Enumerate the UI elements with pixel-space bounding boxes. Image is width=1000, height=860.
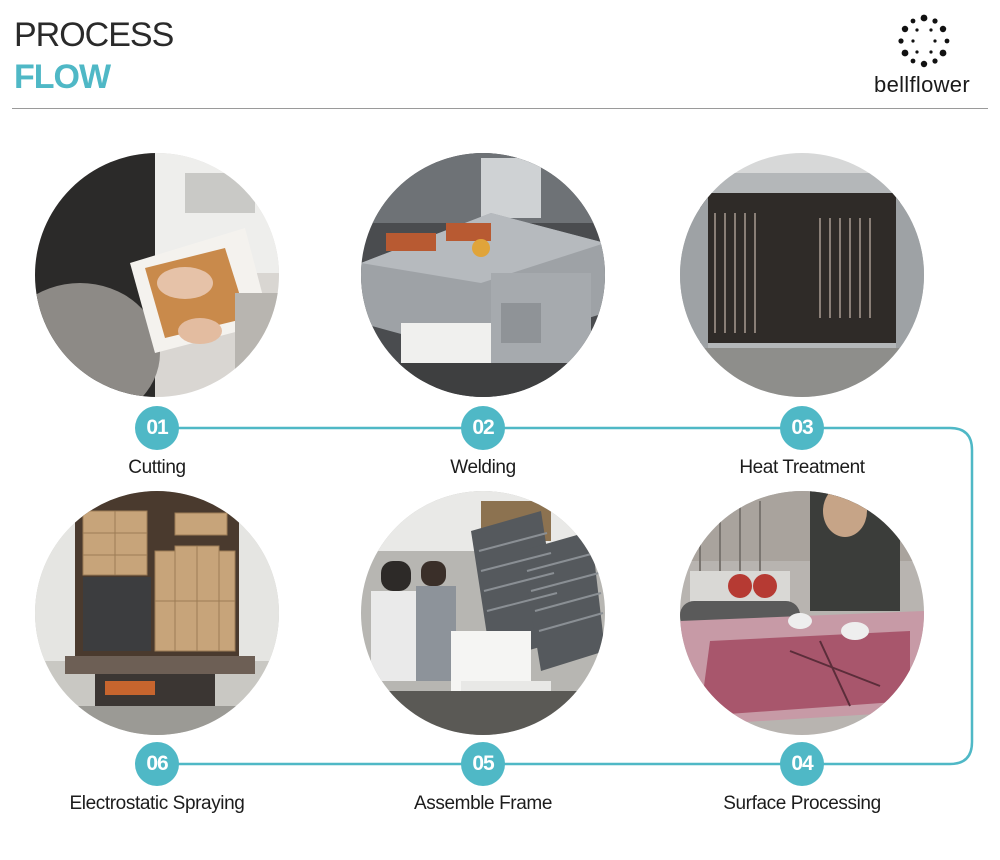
step-label-welding: Welding	[450, 457, 516, 478]
surface-processing-photo	[680, 491, 924, 735]
loaded-truck-photo	[35, 491, 279, 735]
step-badge-03: 03	[780, 406, 824, 450]
heat-treatment-oven-photo	[680, 153, 924, 397]
assemble-frame-photo	[361, 491, 605, 735]
step-badge-05: 05	[461, 742, 505, 786]
welding-machine-photo	[361, 153, 605, 397]
worker-cutting-template-photo	[35, 153, 279, 397]
step-label-surface-processing: Surface Processing	[723, 793, 881, 814]
step-badge-02: 02	[461, 406, 505, 450]
step-badge-06: 06	[135, 742, 179, 786]
step-label-cutting: Cutting	[128, 457, 186, 478]
logo-wordmark: bellflower	[874, 72, 970, 97]
step-badge-04: 04	[780, 742, 824, 786]
bellflower-dots-logo-icon	[898, 14, 950, 68]
brand-logo: bellflower	[860, 14, 990, 100]
step-label-heat-treatment: Heat Treatment	[739, 457, 865, 478]
step-label-assemble-frame: Assemble Frame	[414, 793, 552, 814]
page-title-process: PROCESS	[14, 16, 174, 54]
step-badge-01: 01	[135, 406, 179, 450]
header-divider	[12, 108, 988, 109]
page-title-flow: FLOW	[14, 58, 111, 96]
step-label-electrostatic-spraying: Electrostatic Spraying	[69, 793, 245, 814]
